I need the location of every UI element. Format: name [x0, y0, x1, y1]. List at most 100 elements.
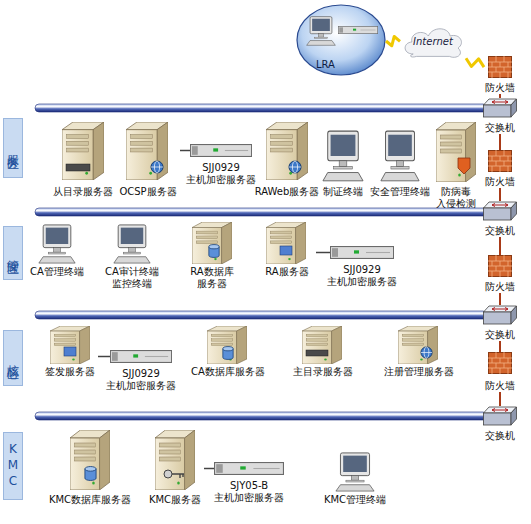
internet-cloud-node: Internet: [400, 24, 466, 60]
network-bus: [35, 208, 487, 216]
node-label: 主目录服务器: [293, 366, 353, 378]
node-label: OCSP服务器: [119, 186, 176, 198]
server-icon: [436, 122, 476, 182]
node-label: SJJ0929 主机加密服务器: [186, 162, 256, 186]
device-node: SJJ0929 主机加密服务器: [190, 144, 252, 186]
server-icon: [207, 326, 247, 364]
device-node: KMC服务器: [146, 430, 204, 506]
zone-label-box: KMC: [3, 432, 23, 500]
lra-ellipse: [296, 4, 386, 76]
directory-module: [306, 350, 328, 356]
server-icon: [266, 222, 306, 264]
node-label: SJY05-B 主机加密服务器: [214, 480, 284, 504]
device-node: 注册管理服务器: [382, 326, 456, 378]
device-node: 交换机: [484, 98, 516, 134]
shield-badge: [458, 158, 470, 174]
device-node: 从目录服务器: [50, 122, 116, 198]
switch-icon: [484, 99, 517, 117]
firewall-icon: [488, 150, 512, 172]
globe-badge: [289, 161, 301, 173]
node-label: KMC: [6, 442, 20, 490]
switch-icon: [484, 202, 517, 220]
device-node: 签发服务器: [42, 326, 98, 378]
server-icon: [126, 122, 168, 180]
wan-link: [386, 36, 400, 45]
device-node: 防火墙: [484, 150, 516, 188]
device-node: 防火墙: [484, 352, 516, 392]
network-link: [499, 293, 501, 305]
node-label: 制证终端: [323, 186, 363, 198]
network-link: [499, 134, 501, 150]
certificate-badge: [280, 246, 292, 255]
directory-module: [66, 164, 90, 171]
switch-icon: [484, 306, 517, 324]
terminal-icon: [39, 225, 75, 263]
crypto-box-icon: [338, 26, 377, 33]
server-icon: [302, 326, 342, 364]
terminal-icon: [381, 131, 419, 181]
network-link: [499, 392, 501, 406]
node-label: 签发服务器: [45, 366, 95, 378]
globe-badge: [151, 161, 163, 173]
key-blade: [172, 474, 184, 478]
key-ring: [164, 470, 172, 478]
network-bus: [35, 311, 487, 319]
zone-label-box: 核心区: [3, 330, 23, 386]
node-label: 交换机: [485, 329, 515, 341]
device-node: 防病毒 入侵检测: [432, 122, 480, 210]
firewall-icon: [488, 56, 512, 78]
device-node: CA管理终端: [28, 222, 86, 278]
server-icon: [266, 122, 308, 180]
switch-icon: [484, 407, 517, 425]
node-label: KMC数据库服务器: [49, 494, 131, 506]
crypto-box-icon: [331, 247, 394, 259]
node-label: 交换机: [485, 225, 515, 237]
zone-label-box: 服务区: [3, 118, 23, 178]
device-node: 主目录服务器: [292, 326, 354, 378]
zone-label-box: 管理区: [3, 226, 23, 280]
network-link: [499, 94, 501, 98]
node-label: 防火墙: [485, 176, 515, 188]
network-link: [180, 150, 190, 152]
node-label: RA服务器: [265, 266, 308, 278]
crypto-box-icon: [190, 145, 251, 157]
node-label: 安全管理终端: [370, 186, 430, 198]
device-node: RA数据库 服务器: [180, 222, 244, 290]
device-node: KMC数据库服务器: [46, 430, 134, 506]
lra-ellipse-outline: [297, 5, 385, 75]
device-node: CA审计终端 监控终端: [100, 222, 164, 290]
device-node: 防火墙: [484, 56, 516, 94]
device-node: SJJ0929 主机加密服务器: [110, 350, 172, 392]
node-label: CA数据库服务器: [191, 366, 265, 378]
node-label: 管理区: [6, 250, 20, 256]
node-label: CA审计终端 监控终端: [105, 266, 159, 290]
certificate-badge: [64, 347, 76, 356]
server-icon: [50, 326, 90, 364]
terminal-icon: [307, 17, 336, 46]
database-badge: [209, 245, 219, 258]
network-bus: [35, 412, 487, 420]
node-label: 交换机: [485, 430, 515, 442]
network-bus: [35, 104, 487, 112]
device-node: 防火墙: [484, 255, 516, 293]
device-node: CA数据库服务器: [188, 326, 268, 378]
wan-link: [466, 58, 484, 67]
node-label: SJJ0929 主机加密服务器: [327, 264, 397, 288]
database-badge: [223, 347, 233, 360]
database-badge: [85, 467, 96, 481]
cloud-outline: [405, 29, 461, 58]
device-node: SJY05-B 主机加密服务器: [214, 462, 284, 504]
server-icon: [192, 222, 232, 264]
node-label: 交换机: [485, 122, 515, 134]
server-icon: [398, 326, 438, 364]
node-label: 从目录服务器: [53, 186, 113, 198]
node-label: SJJ0929 主机加密服务器: [106, 368, 176, 392]
device-node: 安全管理终端: [370, 128, 430, 198]
node-label: 服务区: [6, 145, 20, 151]
network-link: [316, 252, 330, 254]
node-label: KMC管理终端: [324, 494, 386, 506]
node-label: 防火墙: [485, 82, 515, 94]
